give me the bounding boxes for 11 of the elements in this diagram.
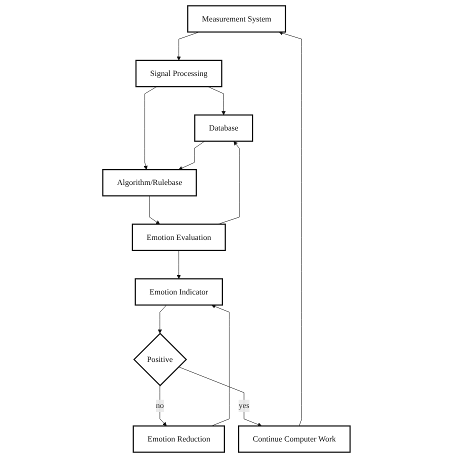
process-box: Continue Computer Work (238, 425, 351, 453)
process-box: Emotion Reduction (132, 425, 226, 453)
decision-diamond: Positive (133, 332, 188, 386)
process-box: Algorithm/Rulebase (102, 169, 197, 196)
process-box: Signal Processing (135, 60, 222, 88)
process-box: Emotion Indicator (134, 278, 224, 306)
process-box: Emotion Evaluation (132, 224, 226, 252)
process-box: Database (194, 114, 254, 142)
edge-label: no (156, 400, 164, 412)
process-box: Measurement System (187, 5, 286, 33)
edge-label: yes (238, 400, 250, 412)
